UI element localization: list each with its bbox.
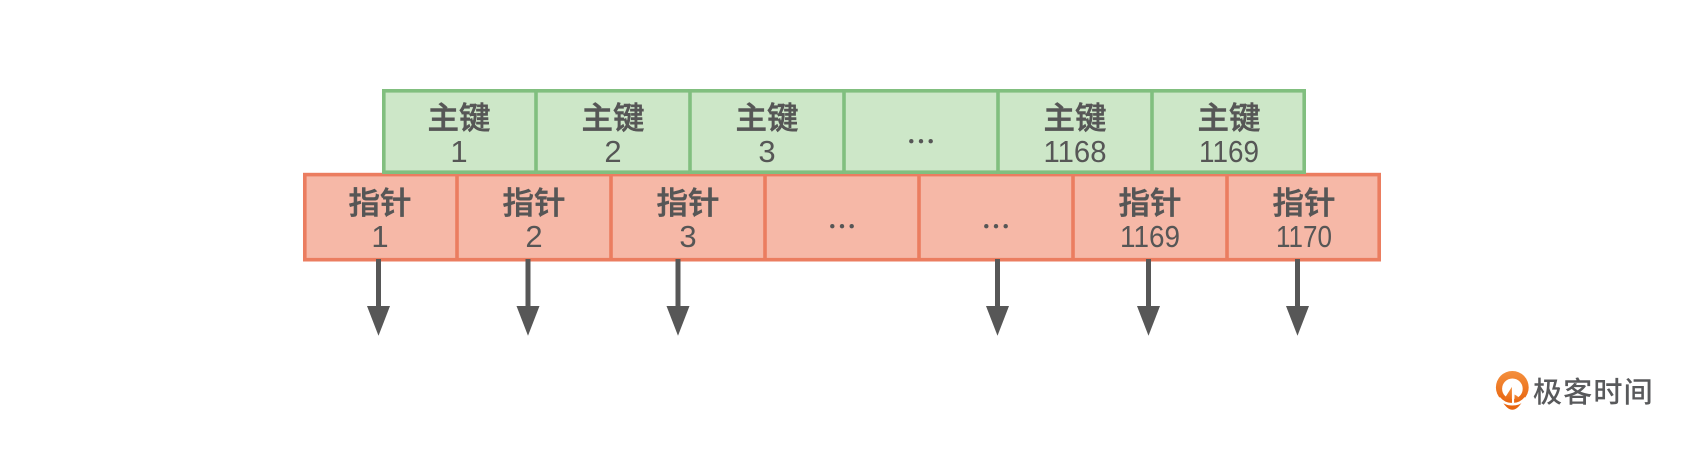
svg-text:1: 1	[371, 219, 388, 254]
svg-text:3: 3	[758, 134, 775, 169]
svg-text:1: 1	[450, 134, 467, 169]
svg-text:2: 2	[604, 134, 621, 169]
svg-text:1169: 1169	[1120, 219, 1180, 254]
svg-text:1168: 1168	[1044, 134, 1107, 169]
svg-text:3: 3	[679, 219, 696, 254]
svg-text:1169: 1169	[1199, 134, 1259, 169]
svg-text:2: 2	[525, 219, 542, 254]
svg-text:1170: 1170	[1276, 219, 1332, 254]
